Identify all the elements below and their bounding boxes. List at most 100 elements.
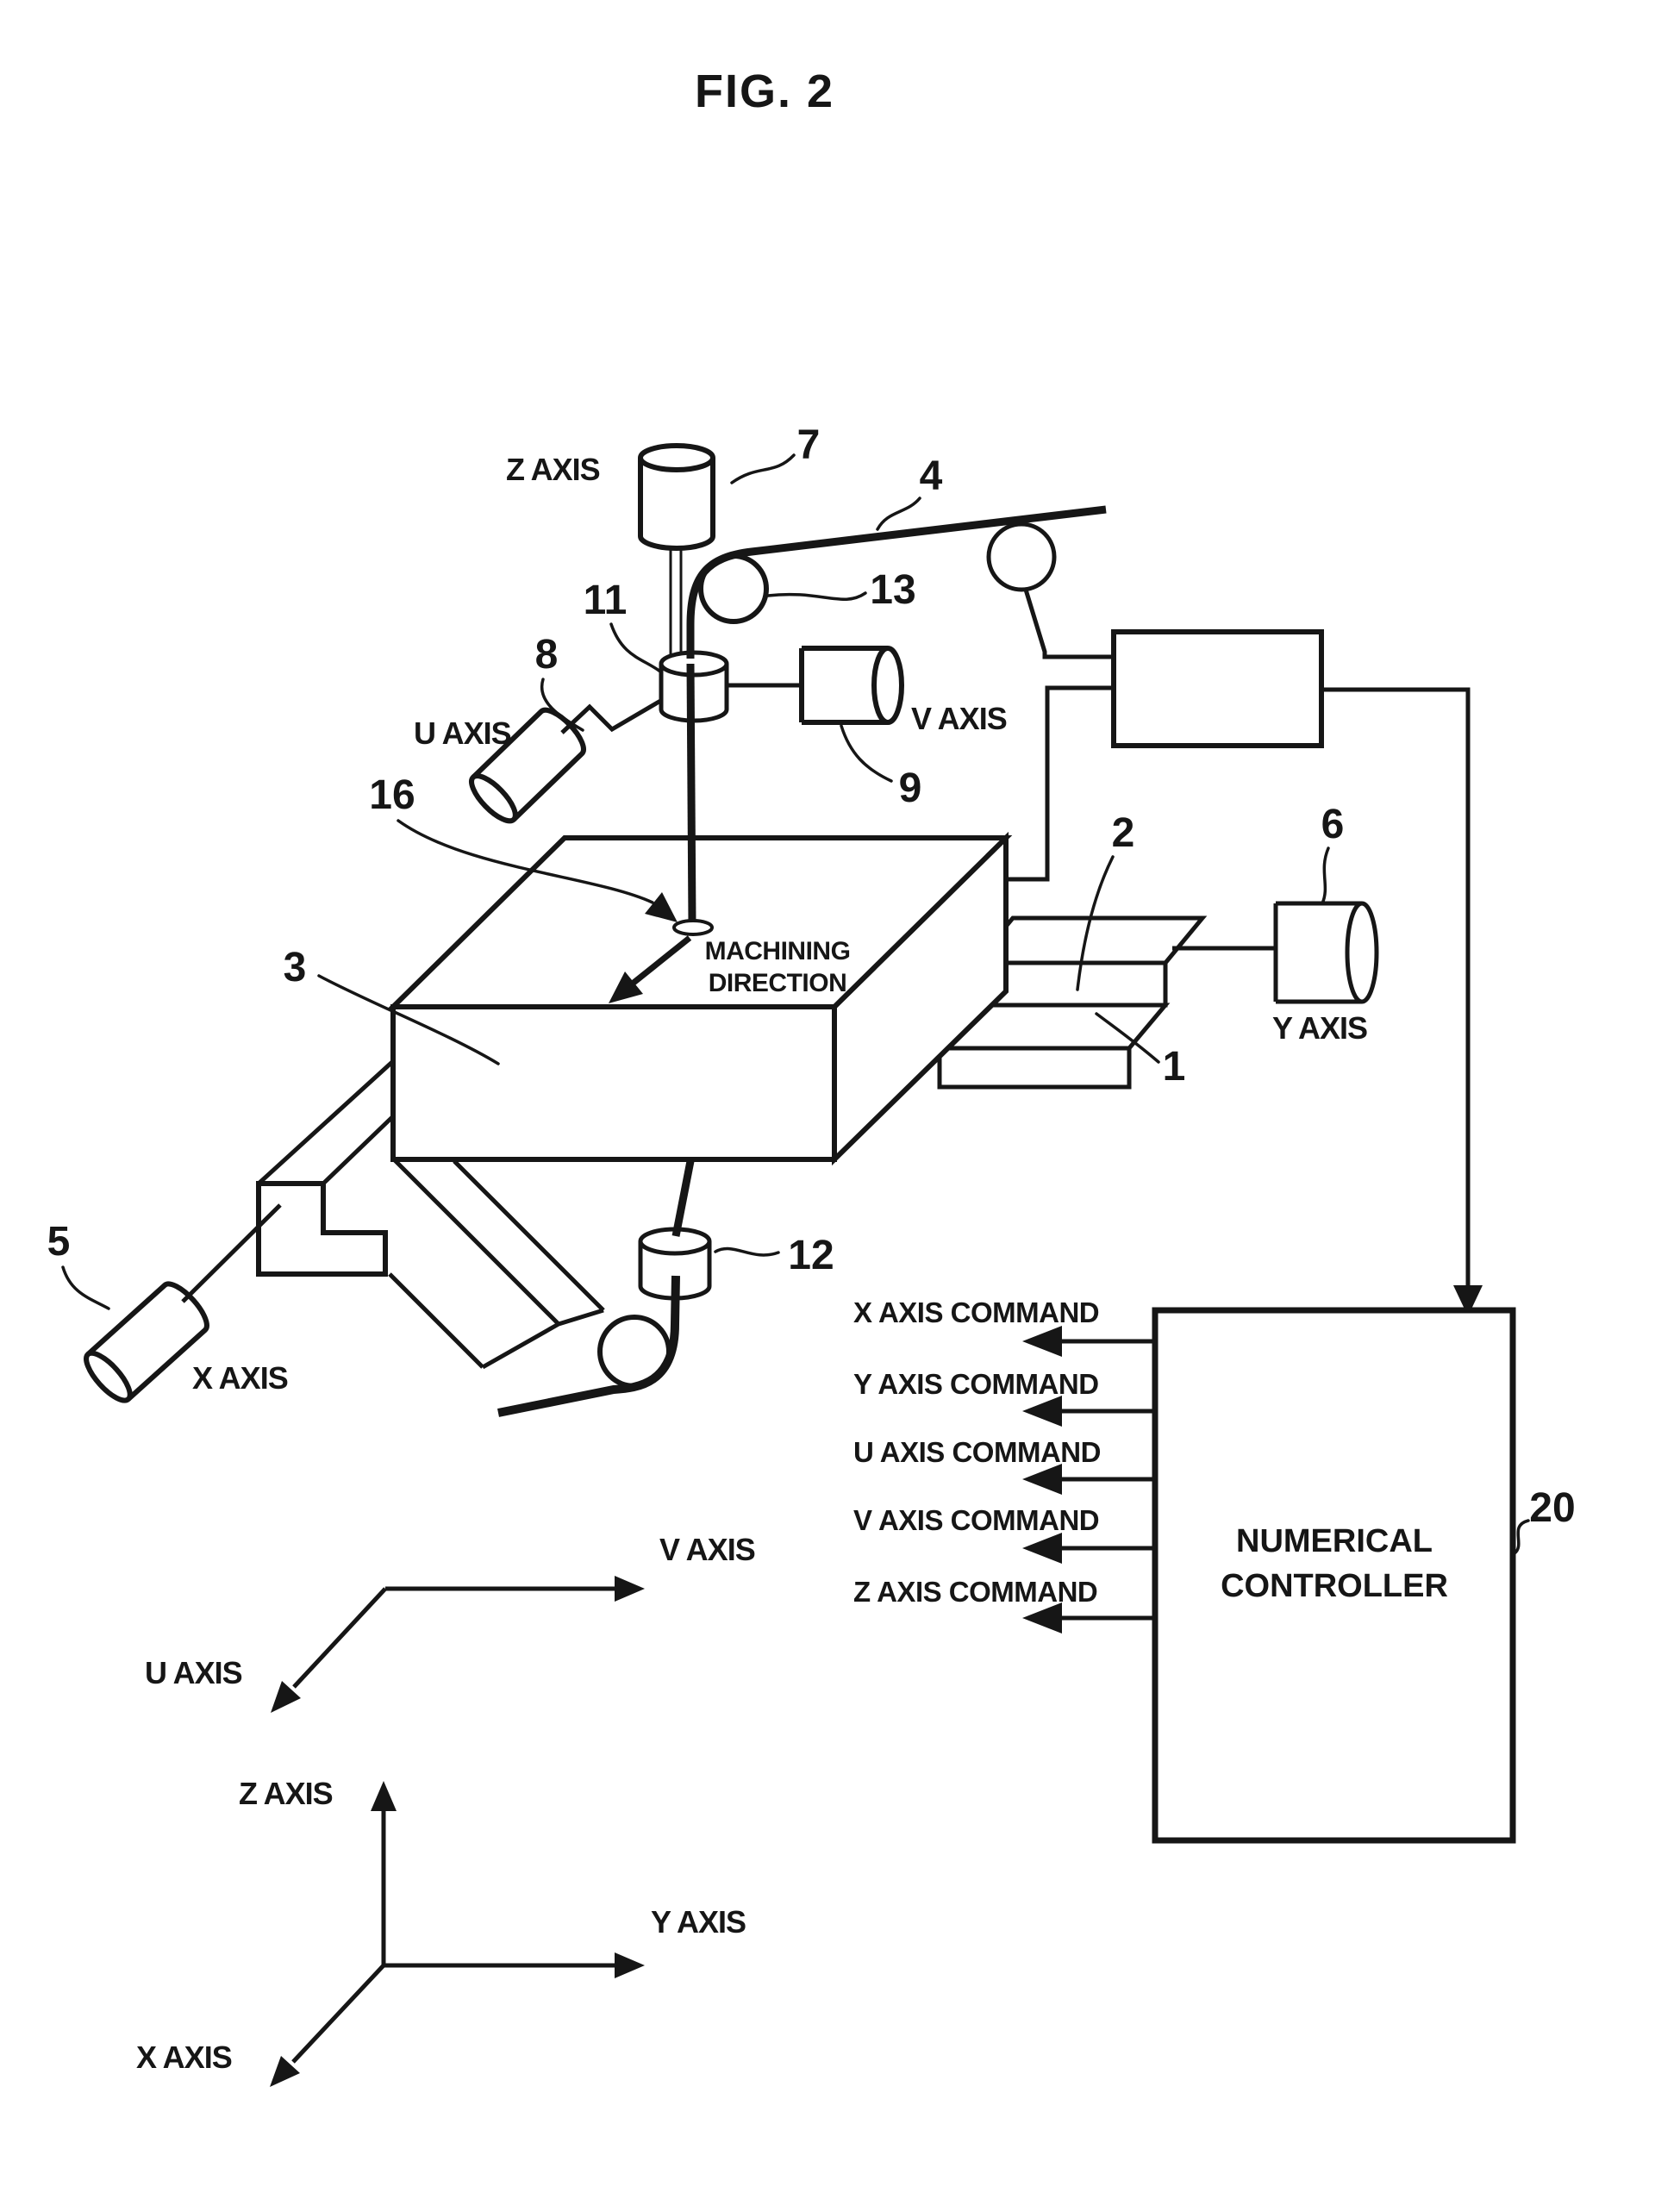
leader-3 [317, 974, 500, 1065]
xyz-coordinate-frame: Z AXIS Y AXIS X AXIS [136, 1776, 746, 2087]
controller-name-line2: CONTROLLER [1221, 1568, 1448, 1604]
v-axis-command-arrowhead [1022, 1533, 1062, 1564]
figure-title: FIG. 2 [695, 66, 834, 117]
box-to-controller-line [1321, 687, 1471, 1304]
ref-label-2: 2 [1112, 810, 1135, 856]
controller-name-line1: NUMERICAL [1236, 1523, 1433, 1559]
machine-z-axis-label: Z AXIS [506, 452, 600, 487]
frame-v-axis-label: V AXIS [659, 1532, 755, 1567]
u-motor-open-end [469, 773, 518, 824]
u-axis-arrowhead [271, 1681, 301, 1713]
ref-label-16: 16 [369, 772, 415, 818]
feed-unit-box [1111, 629, 1324, 748]
x-motor-open-end [84, 1350, 133, 1403]
frame-z-axis-label: Z AXIS [239, 1776, 333, 1811]
l-bracket-front-face [256, 1181, 388, 1277]
leader-12 [714, 1246, 780, 1257]
v-axis-arrowhead [615, 1576, 645, 1602]
ref-label-5: 5 [47, 1219, 71, 1265]
y-axis-command-arrowhead [1022, 1396, 1062, 1427]
machining-direction-arrow-shaft [627, 935, 692, 989]
pulley-to-box-line [1023, 589, 1114, 659]
axis-command-outputs: X AXIS COMMAND Y AXIS COMMAND U AXIS COM… [853, 1296, 1155, 1634]
leader-5 [61, 1265, 110, 1310]
ref-label-12: 12 [788, 1233, 834, 1278]
ref-label-20: 20 [1529, 1485, 1575, 1531]
frame-u-axis-label: U AXIS [145, 1655, 242, 1690]
wire-upper-vertical [686, 663, 696, 926]
leader-9 [840, 724, 893, 783]
u-axis-command-arrowhead [1022, 1464, 1062, 1495]
leader-16-arrowhead [645, 892, 678, 922]
ref-label-3: 3 [284, 945, 307, 990]
ref-label-6: 6 [1321, 802, 1345, 847]
numerical-controller-box [1152, 1307, 1516, 1844]
z-axis-command-label: Z AXIS COMMAND [853, 1576, 1097, 1608]
leader-4 [876, 497, 921, 531]
table-lower-front-face [937, 1046, 1132, 1090]
lower-wire-guide-12 [638, 1227, 712, 1301]
x-motor-body [85, 1281, 209, 1402]
u-axis-arrow-line [292, 1587, 387, 1689]
frame-y-axis-label: Y AXIS [651, 1904, 746, 1940]
machining-direction-line2: DIRECTION [709, 969, 847, 997]
wire-entry-hole [672, 919, 714, 936]
x-slide-assembly [256, 1060, 605, 1370]
leader-8 [540, 678, 584, 732]
slide-bed-edges [388, 1158, 605, 1370]
spindle-shaft [669, 550, 683, 659]
leader-2 [1076, 855, 1115, 991]
z-axis-motor [638, 443, 715, 551]
y-axis-label: Y AXIS [1272, 1010, 1367, 1046]
ref-label-4: 4 [920, 453, 943, 499]
ref-label-9: 9 [899, 765, 922, 811]
box-to-block-line [1007, 685, 1114, 882]
wire-mid-vertical [671, 1160, 695, 1237]
slide-diagonal-a [257, 1060, 394, 1185]
leader-16 [397, 819, 654, 904]
x-axis-label: X AXIS [192, 1360, 288, 1396]
y-motor-body [1273, 901, 1362, 1004]
v-axis-command-label: V AXIS COMMAND [853, 1504, 1099, 1536]
z-motor-top-cap [638, 443, 715, 472]
x-axis-command-arrowhead [1022, 1326, 1062, 1357]
leader-6 [1321, 846, 1330, 905]
wire-top-span [686, 505, 1107, 659]
leader-7 [730, 453, 796, 484]
y-motor-end-cap [1345, 901, 1379, 1004]
reference-labels: 7 4 13 11 8 16 9 2 6 1 3 5 12 20 [47, 422, 1576, 1555]
z-axis-arrowhead [371, 1781, 397, 1811]
machining-direction-arrowhead [609, 971, 643, 1003]
x-motor-shaft [181, 1203, 282, 1303]
frame-x-axis-label: X AXIS [136, 2040, 232, 2075]
ref-label-7: 7 [797, 422, 821, 468]
y-axis-motor [1273, 901, 1379, 1004]
z-axis-command-arrowhead [1022, 1602, 1062, 1634]
x-axis-command-label: X AXIS COMMAND [853, 1296, 1099, 1328]
y-axis-arrowhead [615, 1952, 645, 1978]
uv-coordinate-frame: V AXIS U AXIS [145, 1532, 756, 1713]
machine-u-axis-label: U AXIS [414, 715, 511, 751]
leader-13 [766, 591, 867, 601]
leader-1 [1095, 1012, 1160, 1064]
u-motor-linkage [560, 697, 664, 734]
u-axis-command-label: U AXIS COMMAND [853, 1436, 1101, 1468]
v-motor-end-cap [871, 646, 904, 725]
v-motor-body [799, 646, 888, 725]
machining-direction-line1: MACHINING [705, 937, 851, 965]
ref-label-1: 1 [1163, 1044, 1186, 1090]
leader-11 [609, 622, 662, 673]
leader-20 [1513, 1519, 1530, 1555]
edm-wire [497, 505, 1107, 1417]
slide-diagonal-b [322, 1115, 394, 1185]
block-front-face [390, 1004, 837, 1162]
ref-label-11: 11 [584, 578, 628, 623]
ref-label-13: 13 [870, 567, 915, 613]
wire-pulley-right [986, 522, 1057, 592]
x-axis-arrow-line [291, 1964, 385, 2064]
z-motor-body [638, 458, 715, 551]
x-axis-motor [84, 1281, 209, 1403]
machine-v-axis-label: V AXIS [911, 701, 1007, 736]
